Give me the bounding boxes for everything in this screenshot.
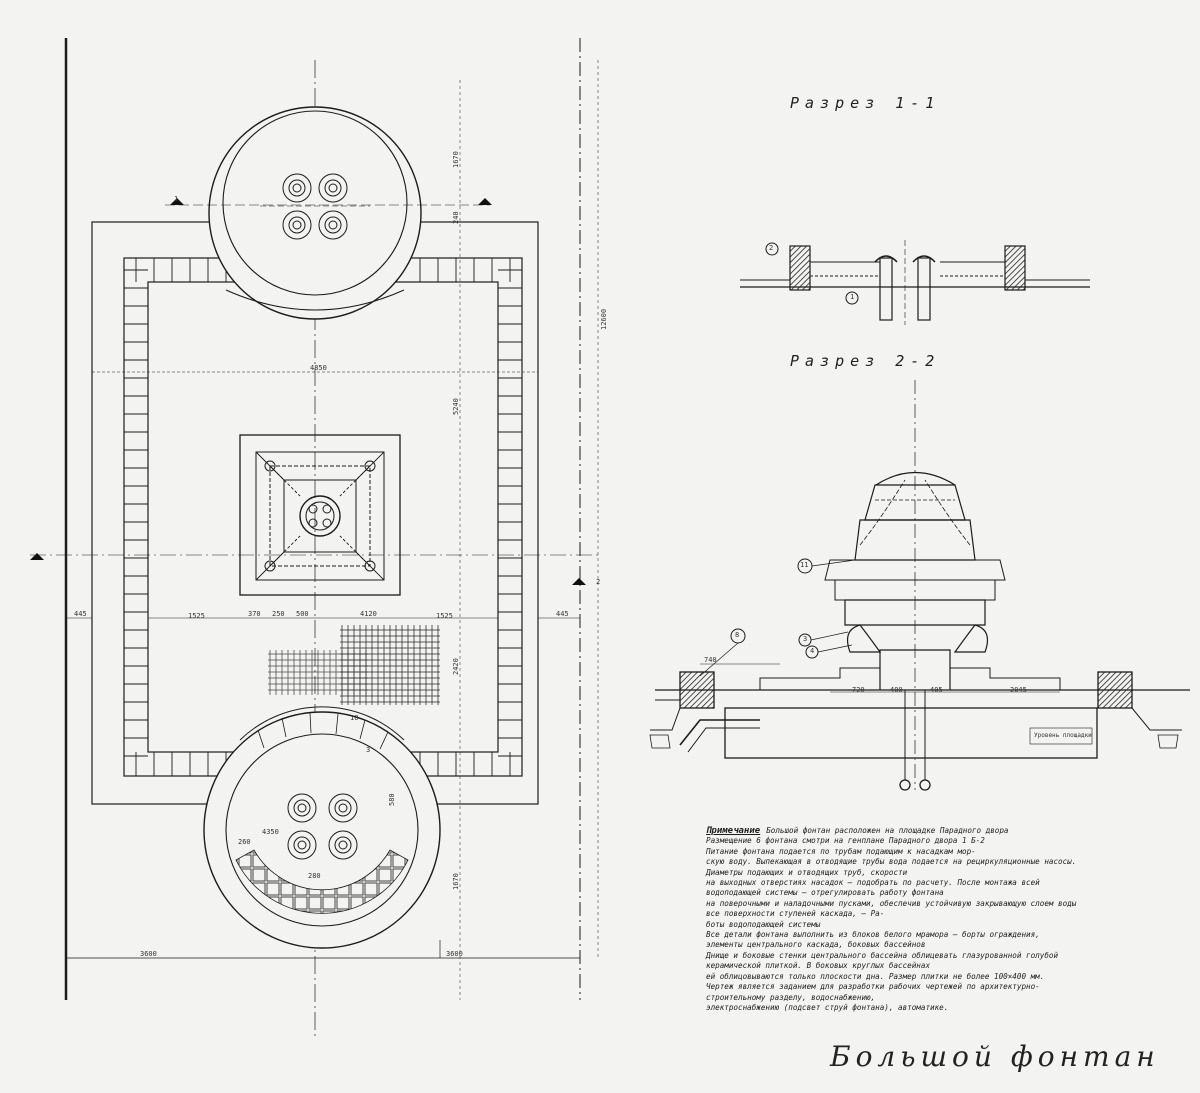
dim-label: 2420 [452, 658, 460, 675]
callout-label: 4 [810, 647, 815, 655]
dim-label: 5240 [452, 398, 460, 415]
notes-line: боты водоподающей системы [706, 919, 821, 929]
notes-line: Днище и боковые стенки центрального басс… [706, 950, 1059, 971]
dim-label: 740 [704, 656, 717, 664]
section-1-1 [740, 240, 1090, 325]
callout-label: 10 [350, 714, 359, 722]
callout-label: 1 [850, 293, 855, 301]
dim-label: 280 [308, 872, 321, 880]
dim-label: 3600 [446, 950, 463, 958]
dim-label: 1525 [436, 612, 453, 620]
cut-marker-label: 2 [596, 578, 601, 586]
dim-label: 720 [852, 686, 865, 694]
notes-line: Все детали фонтана выполнить из блоков б… [706, 930, 1040, 950]
callout-label: 3 [803, 635, 808, 643]
drawing-title: Большой фонтан [830, 1040, 1160, 1073]
notes-line: ей облицовываются только плоскости дна. … [706, 971, 1045, 981]
dim-label: 1525 [188, 612, 205, 620]
dim-label: 400 [890, 686, 903, 694]
cut-marker-label: 1 [174, 195, 179, 203]
notes-line: электроснабжению (подсвет струй фонтана)… [706, 1002, 949, 1012]
dim-label: 260 [238, 838, 251, 846]
plan-view [30, 38, 600, 1040]
callout-label: 8 [735, 631, 740, 639]
dim-label: 370 [248, 610, 261, 618]
notes-line: Размещение 6 фонтана смотри на генплане … [706, 836, 985, 846]
dim-label: 3600 [140, 950, 157, 958]
notes-line: скую воду. Выпекающая в отводящие трубы … [706, 857, 1077, 877]
dim-label: 2045 [1010, 686, 1027, 694]
dim-label: 1670 [452, 151, 460, 168]
dim-label: 12600 [600, 308, 608, 330]
dim-label: 580 [388, 793, 396, 806]
dim-label: 500 [296, 610, 309, 618]
dim-label: 445 [74, 610, 87, 618]
dim-label: 4850 [310, 364, 327, 372]
dim-label: 4350 [262, 828, 279, 836]
notes-block: Примечание Большой фонтан расположен на п… [706, 826, 1078, 1013]
notes-line: на поверочными и наладочными пусками, об… [706, 898, 1077, 919]
dim-label: 240 [452, 211, 460, 224]
dim-label: 1670 [452, 873, 460, 890]
dim-label: 4120 [360, 610, 377, 618]
dim-label: 250 [272, 610, 285, 618]
dim-label: 405 [930, 686, 943, 694]
notes-line: на выходных отверстиях насадок — подобра… [706, 878, 1040, 898]
section-2-2-title: Разрез 2-2 [790, 352, 941, 370]
notes-line: Большой фонтан расположен на площадке Па… [766, 826, 1009, 835]
notes-heading: Примечание [706, 826, 761, 836]
notes-line: Питание фонтана подается по трубам подаю… [706, 846, 976, 856]
callout-label: 2 [769, 244, 774, 252]
callout-label: 11 [800, 561, 809, 569]
cut-marker-label: 3 [366, 746, 371, 754]
border-blocks [124, 258, 522, 776]
notes-line: Чертеж является заданием для разработки … [706, 982, 1040, 1002]
section-1-1-title: Разрез 1-1 [790, 94, 941, 112]
section-2-2 [649, 380, 1190, 791]
ground-level-label: Уровень площадки [1034, 732, 1092, 739]
dim-label: 445 [556, 610, 569, 618]
